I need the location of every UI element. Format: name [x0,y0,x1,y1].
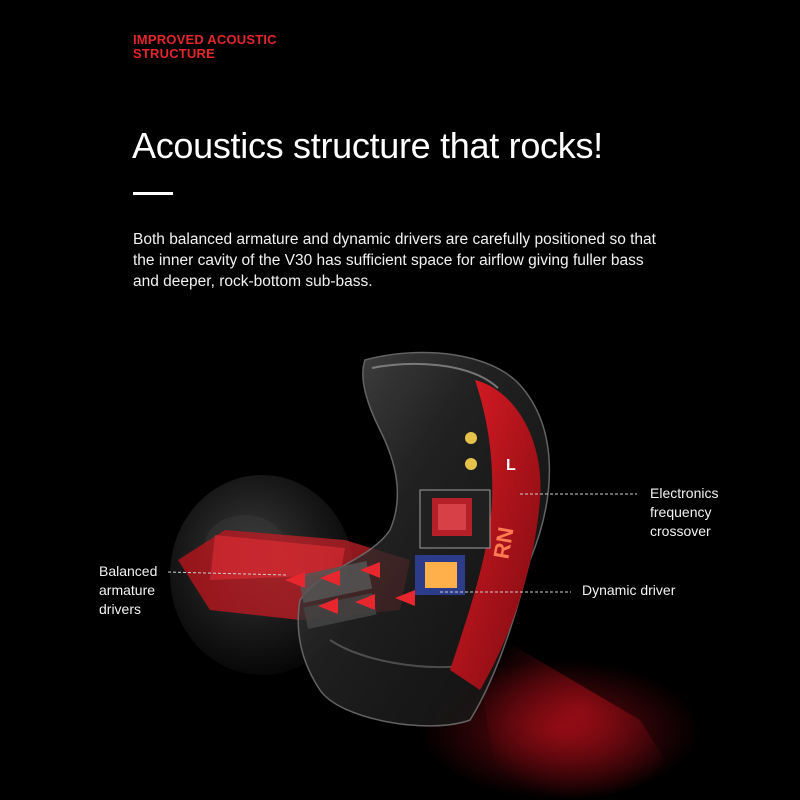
callout-line: drivers [99,601,142,617]
callout-line: frequency [650,504,712,520]
red-glow [420,620,700,800]
arrow-left-icon [320,570,340,586]
callout-balanced-armature: Balanced armature drivers [99,562,157,619]
airflow-arrows [285,562,415,614]
brand-marking: RN [488,525,518,561]
eyebrow-line-1: IMPROVED ACOUSTIC [133,32,277,47]
crossover-board [419,489,491,549]
description-text: Both balanced armature and dynamic drive… [133,229,713,292]
arrow-left-icon [395,590,415,606]
page-title: Acoustics structure that rocks! [132,125,603,166]
description-line-2: the inner cavity of the V30 has sufficie… [133,252,644,269]
title-divider [133,192,173,195]
arrow-left-icon [360,562,380,578]
channel-marking: L [506,457,516,474]
arrow-left-icon [285,572,305,588]
connector-pin-icon [465,432,477,444]
callout-line: Electronics [650,485,719,501]
callout-leader-lines [167,493,637,593]
callout-line: Balanced [99,563,158,579]
callout-dynamic-driver: Dynamic driver [582,581,675,600]
description-line-3: and deeper, rock-bottom sub-bass. [133,273,373,290]
eyebrow-line-2: STRUCTURE [133,46,215,61]
arrow-left-icon [355,594,375,610]
callout-line: armature [99,582,156,598]
description-line-1: Both balanced armature and dynamic drive… [133,231,656,248]
callout-electronics-crossover: Electronics frequency crossover [650,484,718,541]
callout-line: crossover [650,523,711,539]
section-eyebrow: IMPROVED ACOUSTIC STRUCTURE [133,33,277,61]
dynamic-driver-unit [415,555,465,595]
arrow-left-icon [318,598,338,614]
connector-pin-icon [465,458,477,470]
red-faceplate: L RN [450,380,541,690]
callout-line: Dynamic driver [582,582,676,598]
